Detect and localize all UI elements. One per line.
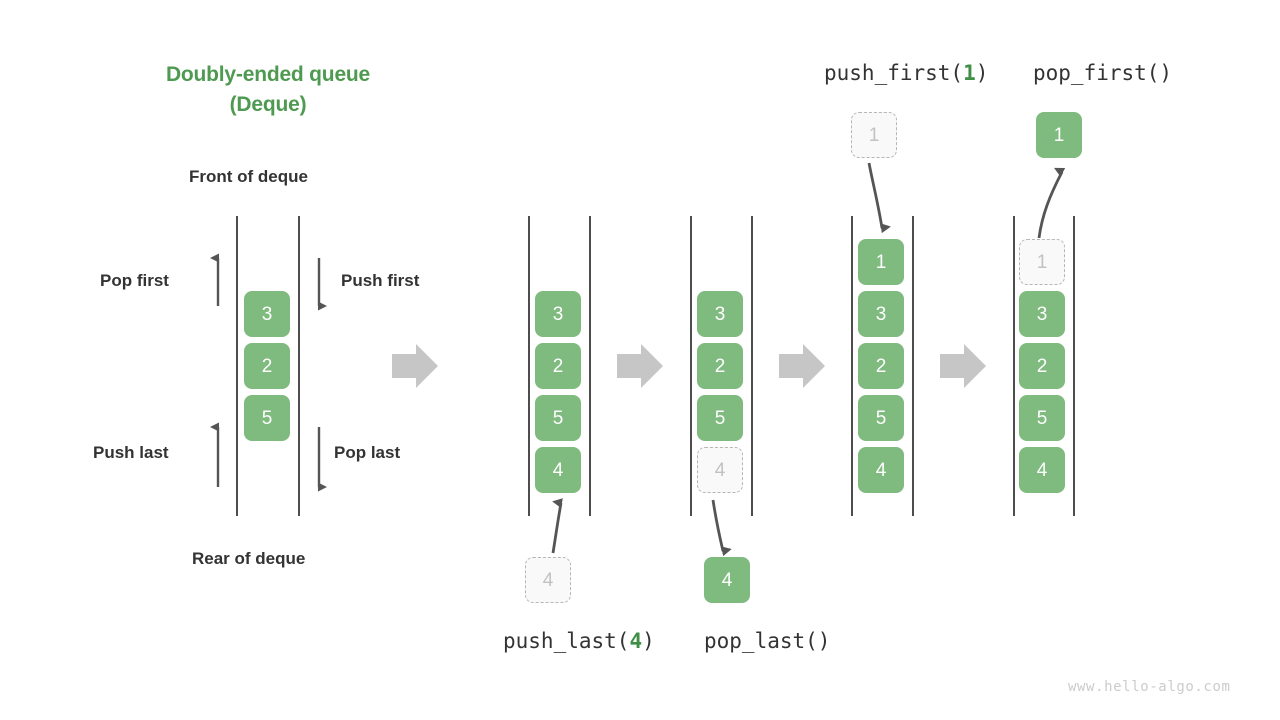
transition-arrow-icon — [617, 344, 663, 388]
cell: 2 — [697, 343, 743, 389]
op-push-first-close: ) — [975, 61, 989, 85]
rear-of-deque-label: Rear of deque — [192, 549, 306, 568]
op-pop-last-name: pop_last() — [704, 629, 831, 653]
op-pop-last-label: pop_last() — [704, 629, 830, 653]
cell: 1 — [1019, 239, 1065, 285]
cell: 2 — [1019, 343, 1065, 389]
panel-after-push-last-rail-right — [589, 216, 591, 516]
cell: 5 — [244, 395, 290, 441]
panel-initial-rail-left — [236, 216, 238, 516]
pop-first-flow-arrow-icon — [1037, 167, 1066, 239]
panel-after-push-first-rail-left — [851, 216, 853, 516]
pop-last-label: Pop last — [334, 443, 401, 462]
op-pop-first-label: pop_first() — [1033, 61, 1172, 85]
cell: 5 — [535, 395, 581, 441]
front-of-deque-label: Front of deque — [189, 167, 308, 186]
transition-arrow-icon — [940, 344, 986, 388]
op-pop-first-name: pop_first() — [1033, 61, 1173, 85]
panel-after-push-last-rail-left — [528, 216, 530, 516]
cell: 4 — [535, 447, 581, 493]
op-push-last-close: ) — [642, 629, 655, 653]
watermark: www.hello-algo.com — [1068, 679, 1231, 695]
cell: 3 — [535, 291, 581, 337]
op-push-last-name: push_last( — [503, 629, 630, 653]
op-push-first-label: push_first(1) — [824, 61, 988, 85]
panel-after-push-first-rail-right — [912, 216, 914, 516]
op-push-last-arg: 4 — [629, 629, 643, 653]
pop-first-label: Pop first — [100, 271, 169, 290]
cell: 3 — [697, 291, 743, 337]
outgoing-cell: 1 — [1036, 112, 1082, 158]
cell: 3 — [244, 291, 290, 337]
cell: 3 — [858, 291, 904, 337]
op-push-last-label: push_last(4) — [503, 629, 655, 653]
outgoing-cell: 4 — [704, 557, 750, 603]
cell: 2 — [244, 343, 290, 389]
cell: 4 — [858, 447, 904, 493]
cell: 5 — [858, 395, 904, 441]
cell: 5 — [697, 395, 743, 441]
push-first-label: Push first — [341, 271, 420, 290]
op-push-first-arg: 1 — [963, 61, 976, 85]
cell: 4 — [1019, 447, 1065, 493]
panel-initial-rail-right — [298, 216, 300, 516]
panel-before-pop-last-rail-left — [690, 216, 692, 516]
push-last-label: Push last — [93, 443, 169, 462]
push-last-flow-arrow-icon — [551, 498, 563, 554]
panel-before-pop-last-rail-right — [751, 216, 753, 516]
panel-before-pop-first-rail-right — [1073, 216, 1075, 516]
incoming-cell: 1 — [851, 112, 897, 158]
incoming-cell: 4 — [525, 557, 571, 603]
op-push-first-name: push_first( — [824, 61, 964, 85]
page-title: Doubly-ended queue (Deque) — [148, 60, 388, 121]
cell: 5 — [1019, 395, 1065, 441]
cell: 1 — [858, 239, 904, 285]
cell: 2 — [858, 343, 904, 389]
transition-arrow-icon — [392, 344, 438, 388]
pop-last-flow-arrow-icon — [711, 499, 732, 557]
cell: 4 — [697, 447, 743, 493]
cell: 3 — [1019, 291, 1065, 337]
panel-before-pop-first-rail-left — [1013, 216, 1015, 516]
page-title-line2: (Deque) — [229, 93, 307, 117]
transition-arrow-icon — [779, 344, 825, 388]
page-title-line1: Doubly-ended queue — [165, 63, 371, 86]
cell: 2 — [535, 343, 581, 389]
push-first-flow-arrow-icon — [867, 162, 891, 234]
